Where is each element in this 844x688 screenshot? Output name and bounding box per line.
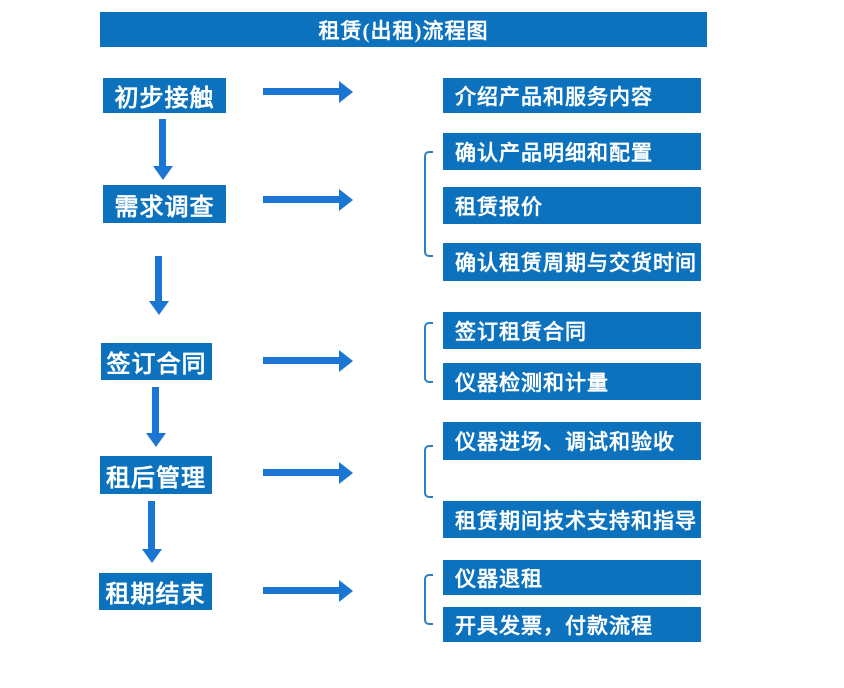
arrow-right-icon-5 — [263, 580, 353, 602]
arrow-down-icon-2 — [149, 256, 169, 315]
step-box-demand-survey: 需求调查 — [103, 185, 226, 223]
flowchart-title: 租赁(出租)流程图 — [100, 12, 707, 47]
detail-box-tech-support: 租赁期间技术支持和指导 — [443, 501, 701, 538]
detail-box-intro-products-services: 介绍产品和服务内容 — [443, 78, 701, 113]
detail-box-confirm-period-delivery: 确认租赁周期与交货时间 — [443, 243, 701, 281]
arrow-down-icon-4 — [142, 501, 162, 563]
detail-box-instrument-setup-acceptance: 仪器进场、调试和验收 — [443, 422, 701, 460]
step-box-rental-end: 租期结束 — [99, 573, 212, 610]
arrow-right-icon-1 — [263, 81, 353, 103]
step-box-post-rental-management: 租后管理 — [100, 456, 212, 494]
detail-box-instrument-return: 仪器退租 — [443, 560, 701, 595]
detail-box-rental-quote: 租赁报价 — [443, 187, 701, 224]
detail-box-invoice-payment: 开具发票，付款流程 — [443, 607, 701, 642]
step-box-initial-contact: 初步接触 — [103, 78, 226, 113]
arrow-down-icon-3 — [146, 387, 166, 447]
bracket-icon-group-2 — [424, 151, 433, 257]
arrow-down-icon-1 — [153, 119, 173, 180]
arrow-right-icon-3 — [263, 350, 353, 372]
bracket-icon-group-4 — [424, 445, 433, 498]
arrow-right-icon-2 — [263, 189, 353, 211]
detail-box-confirm-product-config: 确认产品明细和配置 — [443, 133, 701, 170]
arrow-right-icon-4 — [263, 462, 353, 484]
bracket-icon-group-3 — [424, 322, 433, 383]
step-box-sign-contract: 签订合同 — [101, 343, 212, 380]
detail-box-instrument-testing: 仪器检测和计量 — [443, 363, 701, 400]
bracket-icon-group-5 — [424, 574, 433, 625]
detail-box-sign-rental-contract: 签订租赁合同 — [443, 312, 701, 349]
